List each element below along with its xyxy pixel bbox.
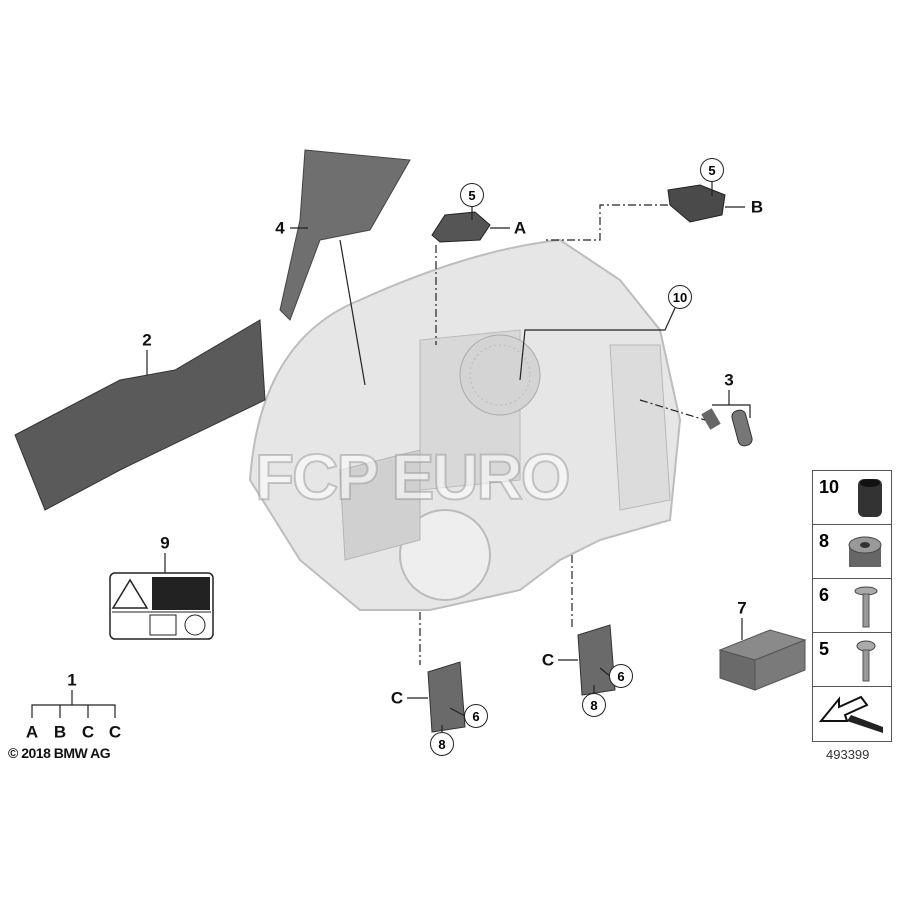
callout-10: 10 xyxy=(668,285,692,309)
legend-row: 10 xyxy=(813,471,891,525)
callout-5-b: 5 xyxy=(700,158,724,182)
direction-arrow-icon xyxy=(818,695,883,733)
callout-8-left: 8 xyxy=(430,732,454,756)
part-c-bracket-right xyxy=(577,624,616,696)
legend-row: 5 xyxy=(813,633,891,687)
diagram-number: 493399 xyxy=(826,747,870,762)
legend-label: 8 xyxy=(819,531,830,551)
part-2-trim xyxy=(14,319,266,511)
callout-5-a: 5 xyxy=(460,183,484,207)
part-9-warning-label xyxy=(109,572,214,640)
callout-letter-b: B xyxy=(750,197,764,217)
part-4-bracket xyxy=(279,149,411,321)
callout-4: 4 xyxy=(275,218,285,238)
leader-lines xyxy=(31,181,751,733)
callout-2: 2 xyxy=(142,330,152,350)
legend-row: 8 xyxy=(813,525,891,579)
callout-letter-c-right: C xyxy=(541,650,555,670)
legend-label: 10 xyxy=(819,477,840,497)
part-7-box xyxy=(718,629,807,691)
callout-1: 1 xyxy=(67,670,77,690)
callout-letter-a: A xyxy=(513,218,527,238)
part-3-bulb xyxy=(701,408,753,447)
legend-row xyxy=(813,687,891,741)
rubber-sleeve-icon xyxy=(858,479,882,517)
watermark: FCP EURO xyxy=(254,440,572,514)
callout-6-left: 6 xyxy=(464,704,488,728)
hardware-legend-panel: 10 8 6 5 xyxy=(812,470,892,742)
headlight-assembly xyxy=(248,238,682,611)
callout-7: 7 xyxy=(737,598,747,618)
callout-8-right: 8 xyxy=(582,693,606,717)
kit-letter-c: C xyxy=(81,722,95,742)
legend-row: 6 xyxy=(813,579,891,633)
callout-3: 3 xyxy=(724,370,734,390)
part-5-clip-b xyxy=(667,184,726,223)
part-5-clip-a xyxy=(431,211,491,243)
callout-letter-c-left: C xyxy=(390,688,404,708)
screw-icon xyxy=(856,640,876,682)
legend-label: 5 xyxy=(819,639,830,659)
kit-letter-b: B xyxy=(53,722,67,742)
kit-letter-c: C xyxy=(108,722,122,742)
clip-nut-icon xyxy=(848,536,882,567)
washer-screw-icon xyxy=(854,586,878,628)
callout-6-right: 6 xyxy=(609,664,633,688)
part-c-bracket-left xyxy=(427,661,466,733)
copyright: © 2018 BMW AG xyxy=(8,745,111,761)
legend-label: 6 xyxy=(819,585,830,605)
callout-9: 9 xyxy=(160,533,170,553)
kit-letter-a: A xyxy=(25,722,39,742)
